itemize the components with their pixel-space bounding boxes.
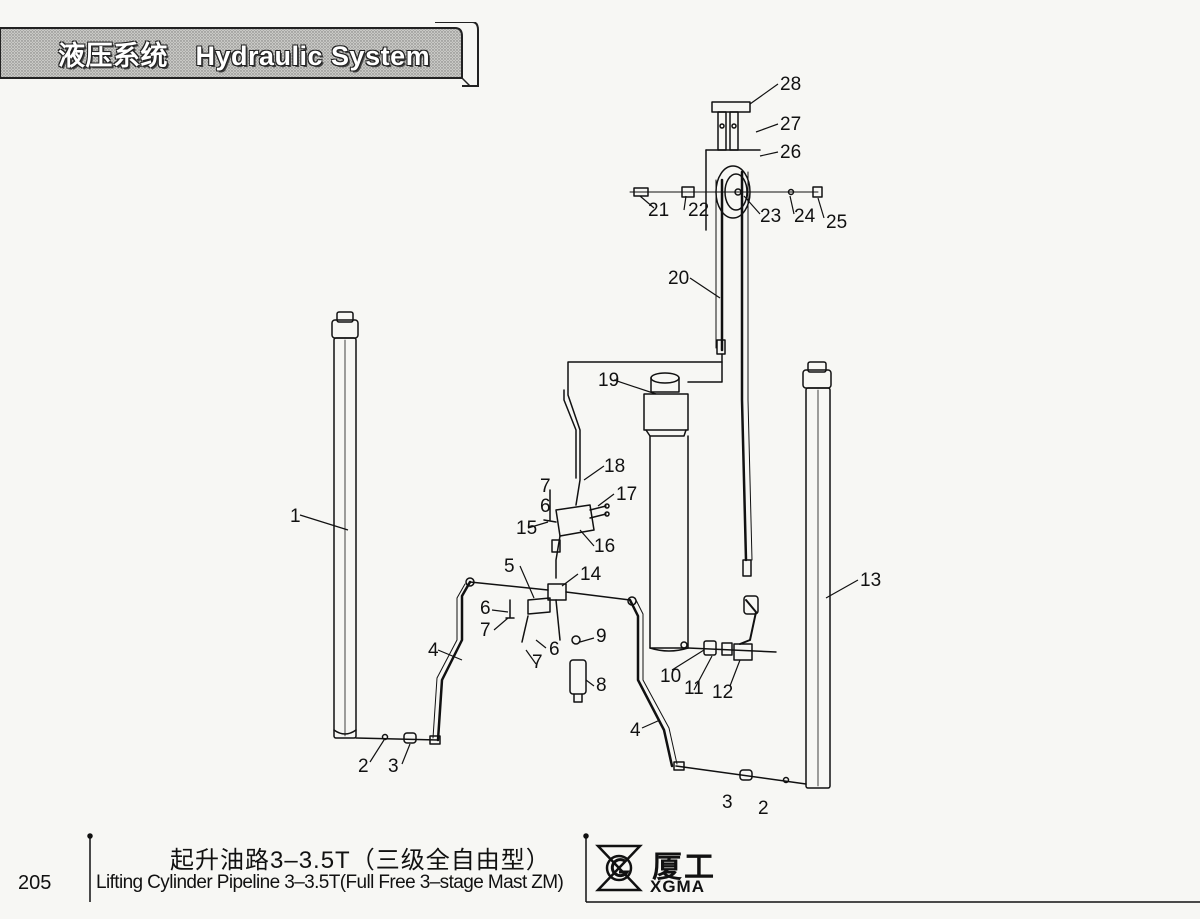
callout-3-left: 3 xyxy=(388,756,399,777)
callout-22: 22 xyxy=(688,200,709,221)
callout-21: 21 xyxy=(648,200,669,221)
callout-23: 23 xyxy=(760,206,781,227)
callout-6-mid: 6 xyxy=(549,639,560,660)
callout-2-right: 2 xyxy=(758,798,769,819)
callout-2-left: 2 xyxy=(358,756,369,777)
callout-27: 27 xyxy=(780,114,801,135)
callout-8: 8 xyxy=(596,675,607,696)
callout-4-right: 4 xyxy=(630,720,641,741)
callout-14: 14 xyxy=(580,564,602,585)
callout-6-left: 6 xyxy=(480,598,491,619)
callout-4-left: 4 xyxy=(428,640,439,661)
callout-19: 19 xyxy=(598,370,619,391)
callout-5: 5 xyxy=(504,556,515,577)
callout-20: 20 xyxy=(668,268,689,289)
callout-28: 28 xyxy=(780,74,801,95)
xgma-logo-icon xyxy=(595,844,643,892)
callout-25: 25 xyxy=(826,212,847,233)
footer-title-cn: 起升油路3–3.5T（三级全自由型） xyxy=(170,847,551,874)
header-tab xyxy=(0,22,479,87)
header-title: 液压系统 Hydraulic System xyxy=(58,41,431,71)
callout-9: 9 xyxy=(596,626,607,647)
callout-1: 1 xyxy=(290,506,301,527)
callout-10: 10 xyxy=(660,666,681,687)
callout-6-top: 6 xyxy=(540,496,551,517)
callout-18: 18 xyxy=(604,456,625,477)
callout-7-left: 7 xyxy=(480,620,491,641)
top-bracket xyxy=(705,101,761,231)
page-number: 205 xyxy=(18,872,52,894)
callout-7-mid: 7 xyxy=(532,652,543,673)
callout-15: 15 xyxy=(516,518,537,539)
brand-name-en: XGMA xyxy=(650,877,705,896)
footer-title-en: Lifting Cylinder Pipeline 3–3.5T(Full Fr… xyxy=(96,872,564,893)
callout-17: 17 xyxy=(616,484,637,505)
callout-3-right: 3 xyxy=(722,792,733,813)
brand-name-cn: 厦工 xyxy=(652,851,716,884)
cylinder-left xyxy=(331,311,359,739)
callout-12: 12 xyxy=(712,682,733,703)
callout-11: 11 xyxy=(684,678,704,699)
cylinder-center xyxy=(643,372,689,652)
filter xyxy=(569,635,587,703)
tee-block xyxy=(469,581,631,643)
callout-13: 13 xyxy=(860,570,881,591)
valve-block xyxy=(543,489,610,579)
callout-24: 24 xyxy=(794,206,816,227)
callout-26: 26 xyxy=(780,142,801,163)
callout-16: 16 xyxy=(594,536,615,557)
cylinder-right xyxy=(802,361,832,789)
callout-7-top: 7 xyxy=(540,476,551,497)
